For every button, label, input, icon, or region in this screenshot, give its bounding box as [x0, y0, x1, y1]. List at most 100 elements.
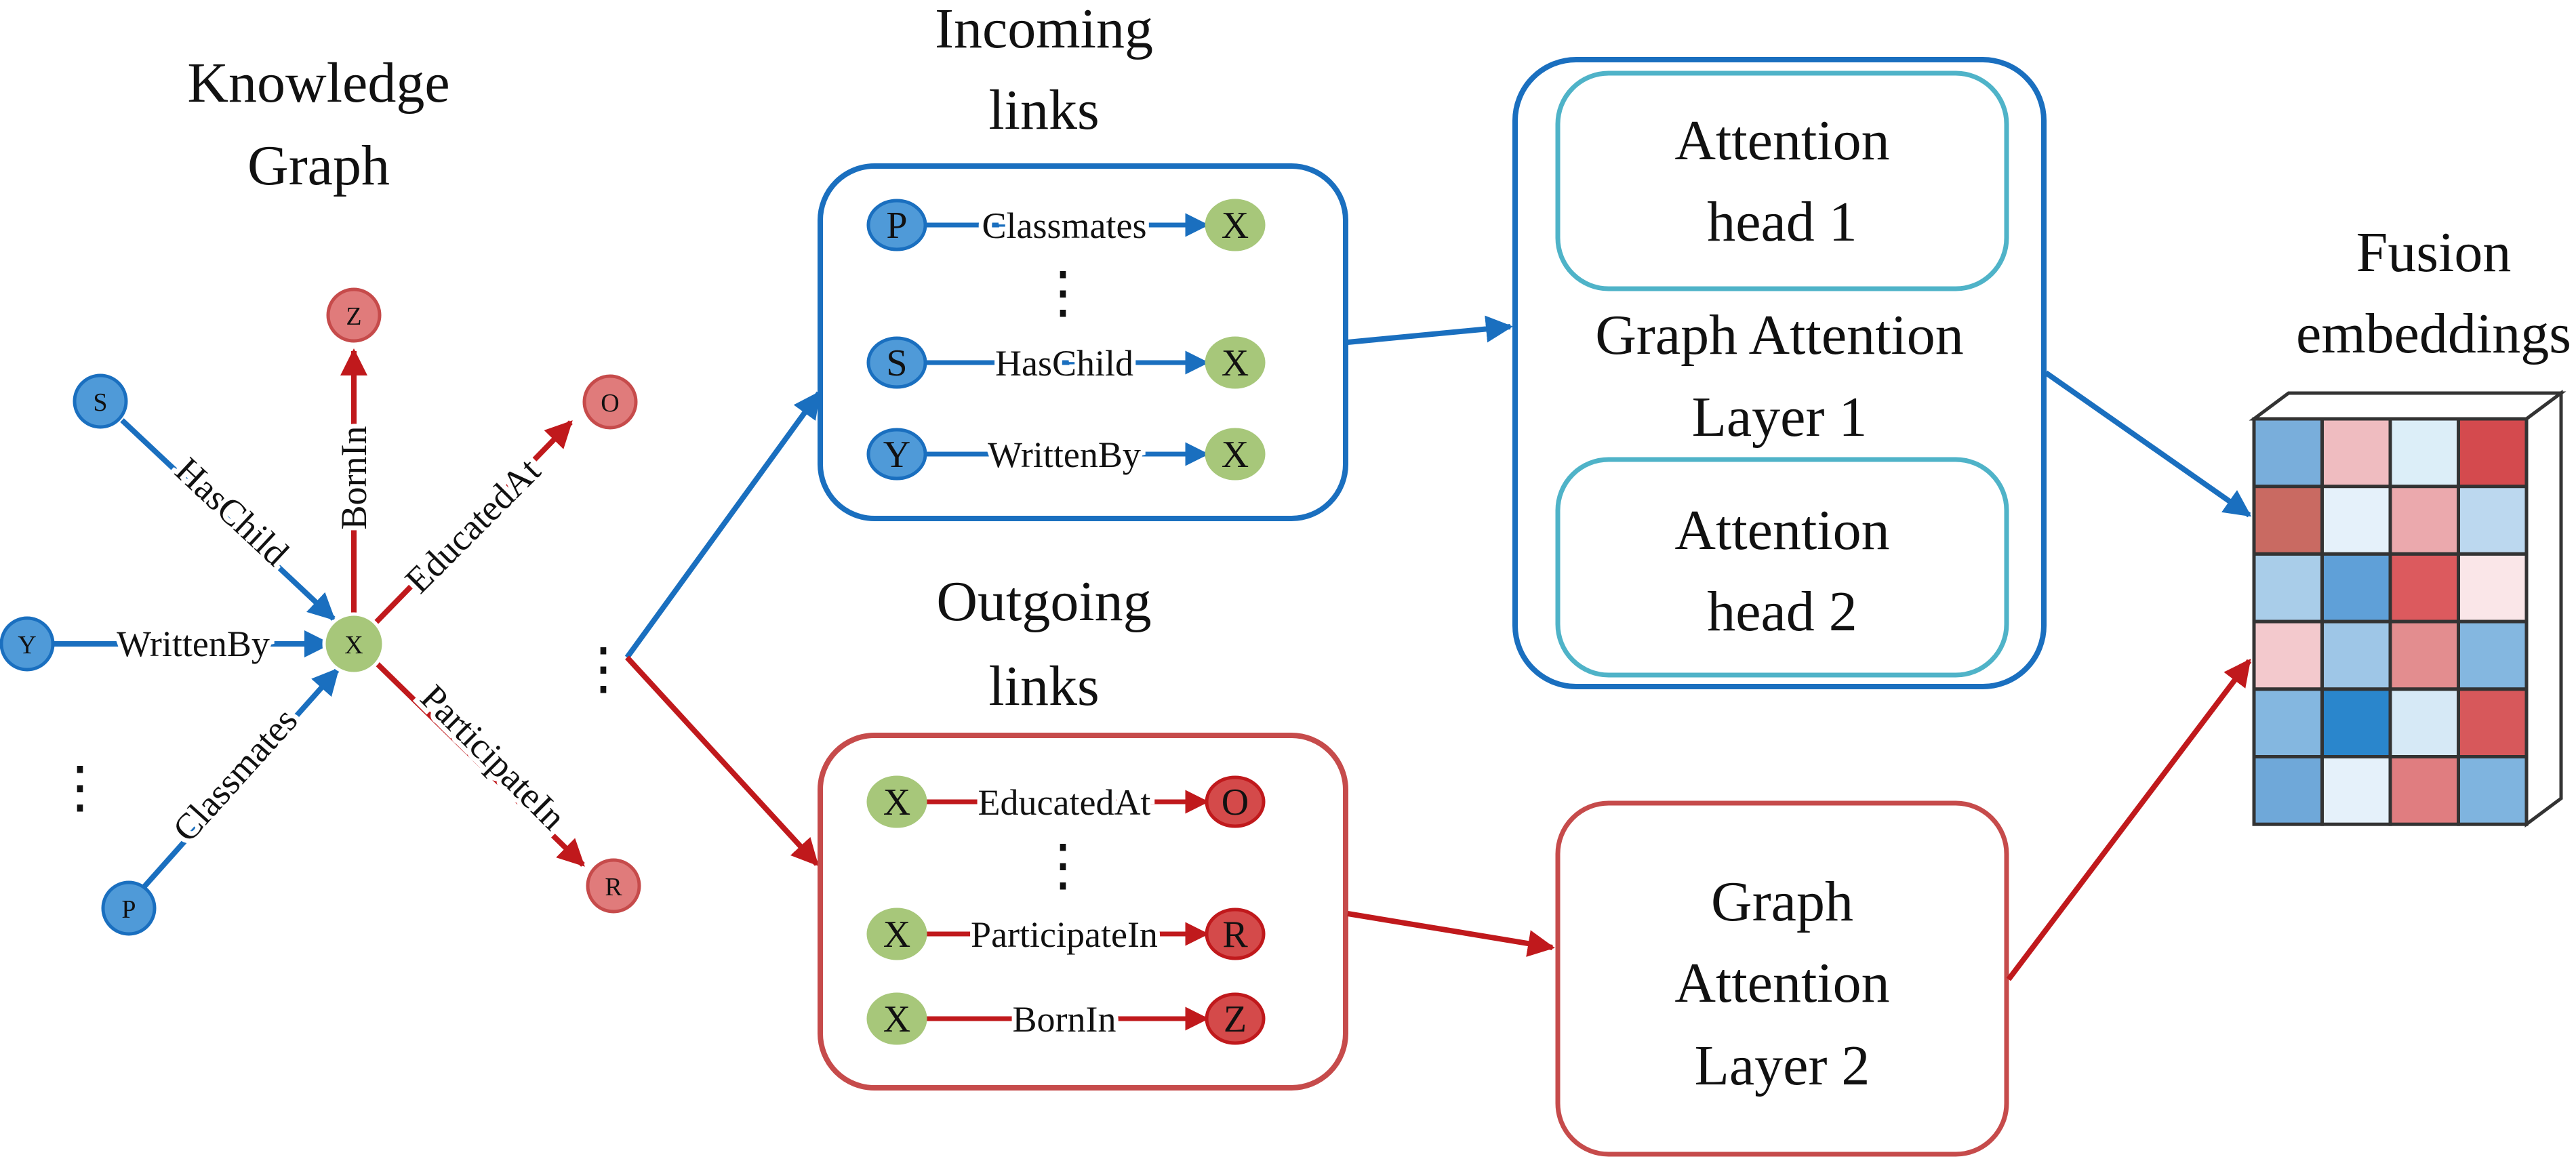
incoming-row: HasChild S X	[866, 336, 1266, 389]
arrow-gat2-to-fusion	[2006, 658, 2252, 981]
svg-text:X: X	[1222, 205, 1249, 247]
gat-layer-1: Attention head 1 Graph Attention Layer 1…	[1512, 57, 2047, 689]
embedding-cell	[2457, 485, 2529, 556]
kg-edge-label-haschild: HasChild	[167, 449, 296, 573]
attention-head-1-line1: Attention	[1674, 109, 1889, 172]
outgoing-row-to-node: R	[1205, 908, 1266, 960]
incoming-row-to-node: X	[1205, 428, 1266, 481]
svg-text:O: O	[601, 389, 619, 417]
arrow-incoming-to-gat1	[1347, 315, 1513, 345]
embedding-cell	[2457, 755, 2529, 826]
kg-edge-label-participatein: ParticipateIn	[413, 677, 574, 838]
fusion-cube-top	[2249, 391, 2567, 421]
incoming-row-to-node: X	[1205, 199, 1266, 251]
embedding-cell	[2252, 755, 2324, 826]
embedding-cell	[2252, 552, 2324, 624]
outgoing-title-line2: links	[988, 655, 1099, 718]
incoming-row-relation: HasChild	[995, 343, 1133, 384]
embedding-cell	[2252, 485, 2324, 556]
svg-text:X: X	[883, 914, 910, 956]
embedding-cell	[2320, 687, 2392, 758]
svg-text:R: R	[1222, 914, 1248, 956]
incoming-row: WrittenBy Y X	[866, 428, 1266, 481]
incoming-ellipsis: ⋮	[1034, 262, 1091, 325]
arrow-gat1-to-fusion	[2044, 370, 2252, 518]
kg-edge-label-educatedat: EducatedAt	[397, 450, 548, 601]
gat-layer-2: Graph Attention Layer 2	[1555, 800, 2009, 1157]
svg-text:X: X	[1222, 434, 1249, 476]
gat1-label-line2: Layer 1	[1692, 386, 1868, 449]
kg-node-p: P	[101, 880, 157, 936]
embedding-cell	[2457, 417, 2529, 489]
svg-text:X: X	[1222, 342, 1249, 384]
svg-text:S: S	[93, 388, 107, 417]
outgoing-title-line1: Outgoing	[936, 570, 1151, 633]
embedding-cell	[2252, 619, 2324, 691]
embedding-cell	[2320, 755, 2392, 826]
embedding-cell	[2388, 755, 2460, 826]
svg-text:X: X	[883, 998, 910, 1040]
embedding-cell	[2457, 552, 2529, 624]
fusion-title-line1: Fusion	[2356, 221, 2512, 284]
attention-head-1-box	[1555, 70, 2009, 291]
kg-ellipsis: ⋮	[52, 756, 108, 819]
knowledge-graph: Knowledge Graph HasChild WrittenBy Class…	[0, 52, 641, 936]
outgoing-row-from-node: X	[866, 992, 927, 1045]
svg-text:Z: Z	[1224, 998, 1247, 1040]
attention-head-1-line2: head 1	[1707, 190, 1857, 253]
outgoing-row-from-node: X	[866, 775, 927, 828]
svg-text:O: O	[1222, 781, 1249, 823]
embedding-cell	[2320, 417, 2392, 489]
kg-edge-haschild	[120, 418, 336, 621]
embedding-cell	[2388, 417, 2460, 489]
embedding-cell	[2457, 619, 2529, 691]
split-ellipsis: ⋮	[575, 638, 632, 701]
outgoing-box	[818, 733, 1348, 1091]
embedding-cell	[2388, 552, 2460, 624]
fusion-title-line2: embeddings	[2296, 302, 2571, 365]
outgoing-row-relation: BornIn	[1013, 999, 1116, 1040]
attention-head-2-line2: head 2	[1707, 580, 1857, 643]
outgoing-row-to-node: O	[1205, 775, 1266, 828]
embedding-cell	[2388, 687, 2460, 758]
incoming-box	[818, 163, 1348, 521]
embedding-cell	[2252, 417, 2324, 489]
gat2-line1: Graph	[1711, 870, 1853, 933]
svg-text:S: S	[886, 342, 907, 384]
incoming-row-relation: WrittenBy	[988, 434, 1141, 475]
attention-head-2-box	[1555, 457, 2009, 678]
gat2-line2: Attention	[1674, 952, 1889, 1015]
embedding-cell	[2320, 485, 2392, 556]
svg-text:X: X	[344, 631, 363, 659]
embedding-cell	[2388, 485, 2460, 556]
arrow-to-outgoing	[625, 655, 819, 866]
incoming-title-line1: Incoming	[935, 0, 1153, 60]
kg-edge-label-classmates: Classmates	[165, 700, 305, 850]
gat2-line3: Layer 2	[1695, 1034, 1870, 1097]
kg-edge-label-writtenby: WrittenBy	[117, 624, 270, 664]
svg-text:R: R	[605, 873, 622, 901]
svg-text:P: P	[886, 205, 907, 247]
kg-node-z: Z	[326, 287, 382, 343]
kg-node-x: X	[322, 612, 386, 676]
outgoing-row-relation: ParticipateIn	[971, 914, 1158, 955]
incoming-row-from-node: P	[866, 199, 927, 251]
arrow-outgoing-to-gat2	[1347, 911, 1555, 957]
outgoing-row: EducatedAt X O	[866, 775, 1266, 828]
attention-head-2-line1: Attention	[1674, 499, 1889, 562]
outgoing-row-to-node: Z	[1205, 992, 1266, 1045]
incoming-title-line2: links	[988, 79, 1099, 142]
fusion-embeddings: Fusion embeddings	[2249, 221, 2571, 828]
embedding-cell	[2320, 619, 2392, 691]
outgoing-ellipsis: ⋮	[1034, 834, 1091, 897]
outgoing-row-relation: EducatedAt	[978, 782, 1151, 823]
fusion-cube-side	[2524, 390, 2563, 828]
kg-edge-classmates	[142, 668, 340, 889]
svg-text:Y: Y	[883, 434, 910, 476]
svg-text:Y: Y	[18, 631, 36, 659]
